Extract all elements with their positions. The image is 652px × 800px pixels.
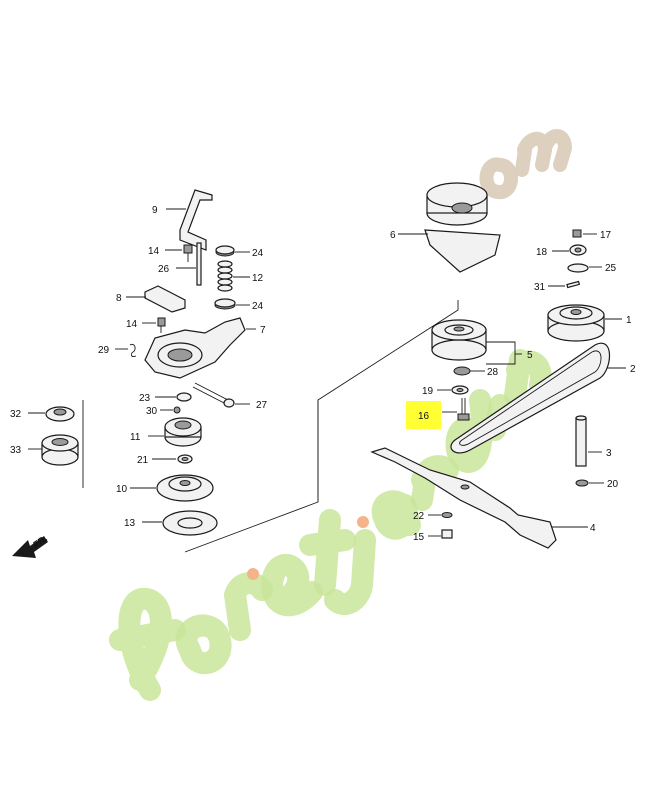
part-26-pin xyxy=(176,242,202,286)
label-20: 20 xyxy=(607,479,619,490)
label-19: 19 xyxy=(422,386,434,397)
front-direction-arrow xyxy=(12,536,48,558)
part-1-blade-pulley xyxy=(547,304,622,342)
part-14-bolt-lower xyxy=(142,317,166,333)
part-20-nut xyxy=(575,479,604,487)
part-13-star-washer xyxy=(142,510,218,536)
assembly-boundary xyxy=(82,300,459,553)
part-17-nut xyxy=(572,229,597,238)
part-16-bolt xyxy=(442,398,470,421)
label-13: 13 xyxy=(124,518,136,529)
label-15: 15 xyxy=(413,532,425,543)
label-33: 33 xyxy=(10,445,22,456)
label-7: 7 xyxy=(260,325,266,336)
label-24-upper: 24 xyxy=(252,248,264,259)
label-16: 16 xyxy=(418,411,430,422)
label-11: 11 xyxy=(130,432,141,443)
label-27: 27 xyxy=(256,400,268,411)
part-10-pulley xyxy=(130,474,214,502)
label-3: 3 xyxy=(606,448,612,459)
part-4-blade xyxy=(370,447,588,549)
part-23-washer xyxy=(155,392,192,402)
part-14-bolt-upper xyxy=(165,244,193,262)
label-1: 1 xyxy=(626,315,632,326)
part-9-bracket xyxy=(166,189,213,251)
part-30-nut xyxy=(160,406,181,414)
part-29-clip xyxy=(115,343,137,357)
part-8-plate xyxy=(126,285,186,313)
part-6-engine-pulley xyxy=(398,182,501,273)
label-17: 17 xyxy=(600,230,612,241)
label-30: 30 xyxy=(146,406,158,417)
label-32: 32 xyxy=(10,409,22,420)
part-7-tension-arm xyxy=(144,317,256,379)
label-28: 28 xyxy=(487,367,499,378)
part-27-bolt xyxy=(192,382,250,408)
label-18: 18 xyxy=(536,247,548,258)
label-6: 6 xyxy=(390,230,396,241)
part-28-bearing xyxy=(453,366,485,376)
label-12: 12 xyxy=(252,273,264,284)
label-9: 9 xyxy=(152,205,158,216)
part-31-key xyxy=(548,280,581,289)
label-10: 10 xyxy=(116,484,128,495)
label-4: 4 xyxy=(590,523,596,534)
label-31: 31 xyxy=(534,282,546,293)
part-24-washer-lower xyxy=(214,298,250,310)
label-16-highlight xyxy=(406,401,441,429)
part-22-washer xyxy=(428,512,453,518)
label-14-upper: 14 xyxy=(148,246,160,257)
part-19-washer xyxy=(437,385,469,395)
part-18-bearing xyxy=(552,244,587,256)
label-8: 8 xyxy=(116,293,122,304)
label-25: 25 xyxy=(605,263,617,274)
part-32-washer xyxy=(28,406,75,422)
part-3-blade-adapter xyxy=(575,415,602,467)
part-11-bearing xyxy=(148,417,202,447)
label-22: 22 xyxy=(413,511,425,522)
part-15-bolt xyxy=(428,529,453,539)
label-26: 26 xyxy=(158,264,170,275)
part-2-belt xyxy=(450,342,626,454)
part-labels: 9 14 26 24 12 8 24 14 7 29 23 27 30 32 1… xyxy=(10,205,636,550)
part-12-spring xyxy=(217,260,250,292)
label-5: 5 xyxy=(527,350,533,361)
part-25-collar xyxy=(567,263,602,273)
label-29: 29 xyxy=(98,345,110,356)
label-23: 23 xyxy=(139,393,151,404)
part-5-pulley-assembly xyxy=(431,319,522,365)
part-21-nut xyxy=(152,454,193,464)
part-33-bearing xyxy=(28,434,79,466)
label-21: 21 xyxy=(137,455,149,466)
label-24-lower: 24 xyxy=(252,301,264,312)
part-24-washer-upper xyxy=(215,245,250,257)
label-14-lower: 14 xyxy=(126,319,138,330)
label-2: 2 xyxy=(630,364,636,375)
